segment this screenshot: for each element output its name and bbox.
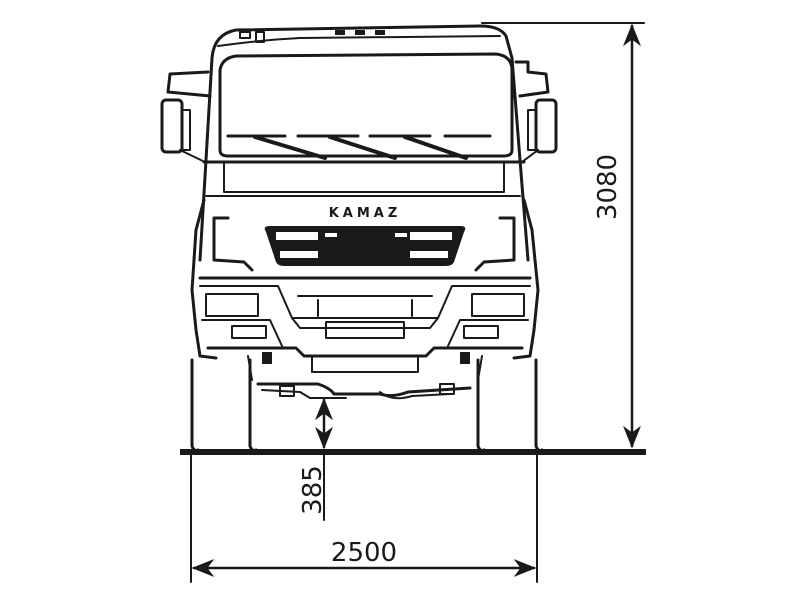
height-dimension-label: 3080 — [593, 154, 623, 220]
width-dimension: 2500 — [190, 454, 538, 583]
right-tyre — [476, 358, 544, 452]
left-mirror — [160, 70, 212, 163]
left-tyre — [190, 358, 258, 452]
front-axle — [247, 352, 483, 400]
ground-clearance-dimension: 385 — [298, 397, 347, 521]
grille — [264, 226, 466, 266]
right-mirror — [514, 60, 558, 163]
ground-clearance-label: 385 — [298, 465, 328, 515]
windshield-wipers — [226, 134, 492, 160]
brand-badge-text: KAMAZ — [329, 206, 402, 221]
height-dimension: 3080 — [481, 22, 645, 449]
brand-badge: KAMAZ — [307, 206, 423, 221]
width-dimension-label: 2500 — [331, 538, 397, 568]
truck-front-view: KAMAZ — [160, 24, 558, 452]
ground-line — [180, 449, 646, 455]
bumper — [198, 276, 532, 358]
